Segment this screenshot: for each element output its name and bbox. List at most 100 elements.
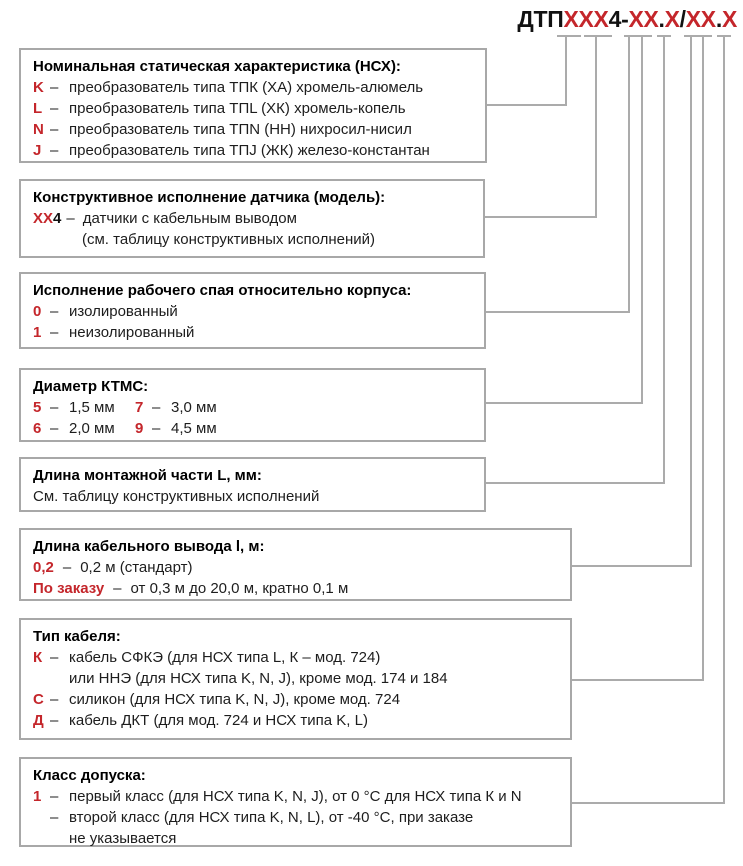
list-item: 7–3,0 мм <box>135 397 472 418</box>
list-item: L–преобразователь типа ТПL (ХК) хромель-… <box>33 98 473 119</box>
list-item: По заказу–от 0,3 м до 20,0 м, кратно 0,1… <box>33 578 558 599</box>
code-letter: С <box>33 691 44 708</box>
box-ktms-diameter: Диаметр КТМС: 5–1,5 мм 7–3,0 мм 6–2,0 мм… <box>19 368 486 442</box>
code-tick-cap-3 <box>624 35 638 37</box>
code-tick-cap-2 <box>584 35 612 37</box>
code-value: По заказу <box>33 580 105 597</box>
code-model-digit: 4- <box>608 6 629 32</box>
connector-vertical-8 <box>723 35 725 804</box>
code-digit: 6 <box>33 420 42 437</box>
box-title: Исполнение рабочего спая относительно ко… <box>33 282 412 299</box>
list-item: 0–изолированный <box>33 301 472 322</box>
box-nsx-characteristic: Номинальная статическая характеристика (… <box>19 48 487 163</box>
item-text: первый класс (для НСХ типа K, N, J), от … <box>69 788 522 805</box>
list-item: 6–2,0 мм <box>33 418 135 439</box>
code-letter: N <box>33 121 44 138</box>
item-text: 4,5 мм <box>171 420 217 437</box>
box-title: Длина монтажной части L, мм: <box>33 467 262 484</box>
code-tick-cap-4 <box>638 35 652 37</box>
list-item: 0,2–0,2 м (стандарт) <box>33 557 558 578</box>
code-digit: 1 <box>33 788 42 805</box>
code-digit: 0 <box>33 303 42 320</box>
code-field-4: Х <box>721 6 737 32</box>
dash: – <box>50 788 59 805</box>
item-text-continuation: или ННЭ (для НСХ типа K, N, J), кроме мо… <box>69 670 448 687</box>
dash: – <box>113 580 122 597</box>
list-item: Д–кабель ДКТ (для мод. 724 и НСХ типа K,… <box>33 710 558 731</box>
list-item: 5–1,5 мм <box>33 397 135 418</box>
connector-horizontal-8 <box>570 802 725 804</box>
item-text: 3,0 мм <box>171 399 217 416</box>
item-text: преобразователь типа ТПN (НН) нихросил-н… <box>69 121 412 138</box>
list-item: ХХ4–датчики с кабельным выводом <box>33 208 471 229</box>
code-letter: L <box>33 100 43 117</box>
list-item: 1–первый класс (для НСХ типа K, N, J), о… <box>33 786 558 807</box>
dash: – <box>152 399 161 416</box>
connector-horizontal-4 <box>485 402 643 404</box>
list-item: 1–неизолированный <box>33 322 472 343</box>
item-text: кабель СФКЭ (для НСХ типа L, К – мод. 72… <box>69 649 381 666</box>
list-item: С–силикон (для НСХ типа K, N, J), кроме … <box>33 689 558 710</box>
dash: – <box>50 79 59 96</box>
code-nsx-placeholder: ХХХ <box>563 6 609 32</box>
item-text: силикон (для НСХ типа K, N, J), кроме мо… <box>69 691 401 708</box>
dash: – <box>66 210 75 227</box>
list-item: N–преобразователь типа ТПN (НН) нихросил… <box>33 119 473 140</box>
code-field-1: ХХ <box>628 6 659 32</box>
box-cable-type: Тип кабеля: К–кабель СФКЭ (для НСХ типа … <box>19 618 572 740</box>
code-letter: К <box>33 649 43 666</box>
box-cable-length: Длина кабельного вывода l, м: 0,2–0,2 м … <box>19 528 572 601</box>
item-text: кабель ДКТ (для мод. 724 и НСХ типа K, L… <box>69 712 368 729</box>
box-junction-type: Исполнение рабочего спая относительно ко… <box>19 272 486 349</box>
connector-horizontal-5 <box>485 482 665 484</box>
item-text: 2,0 мм <box>69 420 115 437</box>
code-letter: Д <box>33 712 44 729</box>
connector-vertical-5 <box>663 35 665 484</box>
connector-vertical-3 <box>628 35 630 313</box>
box-sensor-model: Конструктивное исполнение датчика (модел… <box>19 179 485 258</box>
item-text: преобразователь типа ТПL (ХК) хромель-ко… <box>69 100 406 117</box>
list-item: –второй класс (для НСХ типа K, N, L), от… <box>33 807 558 828</box>
connector-vertical-7 <box>702 35 704 681</box>
code-digit: 5 <box>33 399 42 416</box>
dash: – <box>50 100 59 117</box>
dash: – <box>50 399 59 416</box>
product-code: ДТПХХХ4-ХХ.Х/ХХ.Х <box>517 6 737 33</box>
item-text: 0,2 м (стандарт) <box>80 559 193 576</box>
connector-horizontal-1 <box>485 104 567 106</box>
dash: – <box>50 142 59 159</box>
dash: – <box>50 303 59 320</box>
list-item: К–кабель СФКЭ (для НСХ типа L, К – мод. … <box>33 647 558 668</box>
item-text: неизолированный <box>69 324 195 341</box>
item-text: 1,5 мм <box>69 399 115 416</box>
dash: – <box>50 809 59 826</box>
item-text: См. таблицу конструктивных исполнений <box>33 488 320 505</box>
connector-vertical-2 <box>595 35 597 218</box>
dash: – <box>50 691 59 708</box>
box-title: Диаметр КТМС: <box>33 378 149 395</box>
code-letter: J <box>33 142 42 159</box>
code-tick-cap-7 <box>698 35 712 37</box>
dash: – <box>62 559 72 576</box>
list-item: 9–4,5 мм <box>135 418 472 439</box>
dash: – <box>50 649 59 666</box>
box-title: Класс допуска: <box>33 767 146 784</box>
code-dot-1: . <box>658 6 665 32</box>
item-text: датчики с кабельным выводом <box>82 210 297 227</box>
code-value: 0,2 <box>33 559 54 576</box>
box-title: Конструктивное исполнение датчика (модел… <box>33 189 386 206</box>
code-slash: / <box>679 6 686 32</box>
box-mounting-length: Длина монтажной части L, мм: См. таблицу… <box>19 457 486 512</box>
code-dot-2: . <box>715 6 722 32</box>
box-tolerance-class: Класс допуска: 1–первый класс (для НСХ т… <box>19 757 572 847</box>
dash: – <box>50 121 59 138</box>
list-item: K–преобразователь типа ТПК (ХА) хромель-… <box>33 77 473 98</box>
item-text: второй класс (для НСХ типа K, N, L), от … <box>69 809 474 826</box>
item-text-continuation: (см. таблицу конструктивных исполнений) <box>82 231 376 248</box>
item-text: преобразователь типа ТПJ (ЖК) железо-кон… <box>69 142 430 159</box>
list-item: J–преобразователь типа ТПJ (ЖК) железо-к… <box>33 140 473 161</box>
connector-vertical-6 <box>690 35 692 567</box>
code-tick-cap-1 <box>557 35 581 37</box>
code-letter: K <box>33 79 44 96</box>
code-letters: ХХ <box>33 210 54 227</box>
